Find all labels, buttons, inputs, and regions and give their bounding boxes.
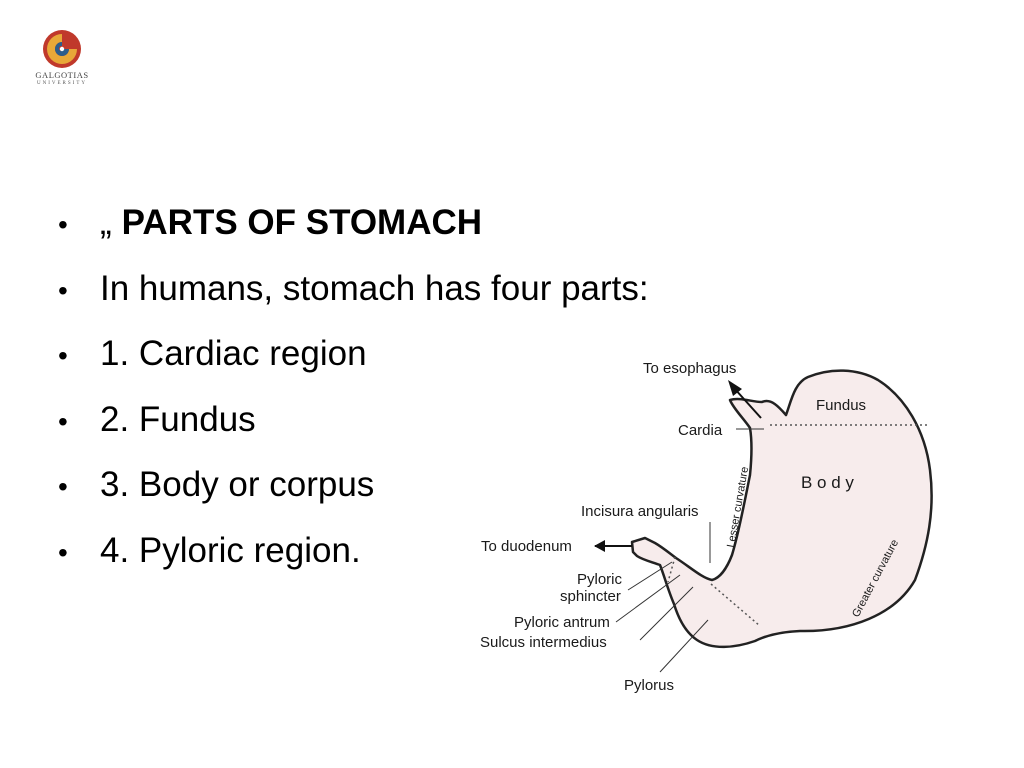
sphincter-leader-line — [627, 561, 673, 591]
bullet-marker: • — [58, 536, 68, 568]
list-item: • 2. Fundus — [58, 387, 649, 453]
label-body: B o d y — [801, 473, 854, 492]
bullet-marker: • — [58, 471, 68, 502]
label-pyloric-sphincter-line2: sphincter — [560, 588, 621, 605]
list-item: • 1. Cardiac region — [58, 321, 649, 387]
esophagus-arrowhead — [728, 380, 742, 396]
heading-text: PARTS OF STOMACH — [121, 203, 483, 242]
list-item-text: In humans, stomach has four parts: — [100, 268, 649, 308]
bullet-marker: • — [58, 340, 68, 371]
bullet-marker: • — [58, 405, 68, 437]
logo-name: GALGOTIAS — [35, 70, 89, 80]
label-fundus: Fundus — [816, 397, 866, 414]
label-incisura-angularis: Incisura angularis — [581, 503, 699, 520]
label-pyloric-sphincter-line1: Pyloric — [577, 571, 623, 588]
stomach-diagram: To esophagus Fundus Cardia B o d y Lesse… — [480, 360, 933, 694]
list-item-text: 1. Cardiac region — [100, 334, 367, 373]
label-to-esophagus: To esophagus — [643, 360, 736, 377]
pyloric-sphincter-boundary — [667, 556, 676, 583]
list-item: • In humans, stomach has four parts: — [58, 256, 649, 322]
bullet-marker: • — [58, 209, 68, 240]
list-item-text: 3. Body or corpus — [100, 465, 375, 504]
university-logo: GALGOTIAS UNIVERSITY — [22, 28, 102, 94]
label-cardia: Cardia — [678, 422, 723, 439]
pyloric-antrum-boundary — [710, 583, 761, 627]
list-item: • 3. Body or corpus — [58, 452, 649, 518]
slide-heading: „PARTS OF STOMACH — [100, 190, 482, 256]
sulcus-leader-line — [639, 586, 694, 641]
logo-emblem-icon — [43, 30, 81, 68]
label-sulcus-intermedius: Sulcus intermedius — [480, 634, 607, 651]
bullet-marker: • — [58, 274, 68, 306]
list-item-heading: • „PARTS OF STOMACH — [58, 190, 649, 256]
stomach-outline — [630, 369, 933, 649]
list-item: • 4. Pyloric region. — [58, 518, 649, 584]
label-to-duodenum: To duodenum — [481, 538, 572, 555]
label-pylorus: Pylorus — [624, 677, 674, 694]
duodenum-arrowhead — [594, 540, 605, 552]
bullet-list: • „PARTS OF STOMACH • In humans, stomach… — [58, 190, 649, 583]
label-pyloric-antrum: Pyloric antrum — [514, 614, 610, 631]
heading-prefix: „ — [100, 203, 112, 242]
list-item-text: 4. Pyloric region. — [100, 530, 361, 570]
list-item-text: 2. Fundus — [100, 399, 256, 439]
pylorus-leader-line — [659, 619, 709, 673]
antrum-leader-line — [615, 574, 681, 623]
esophagus-arrow — [733, 387, 762, 419]
logo-subtitle: UNIVERSITY — [37, 81, 87, 86]
